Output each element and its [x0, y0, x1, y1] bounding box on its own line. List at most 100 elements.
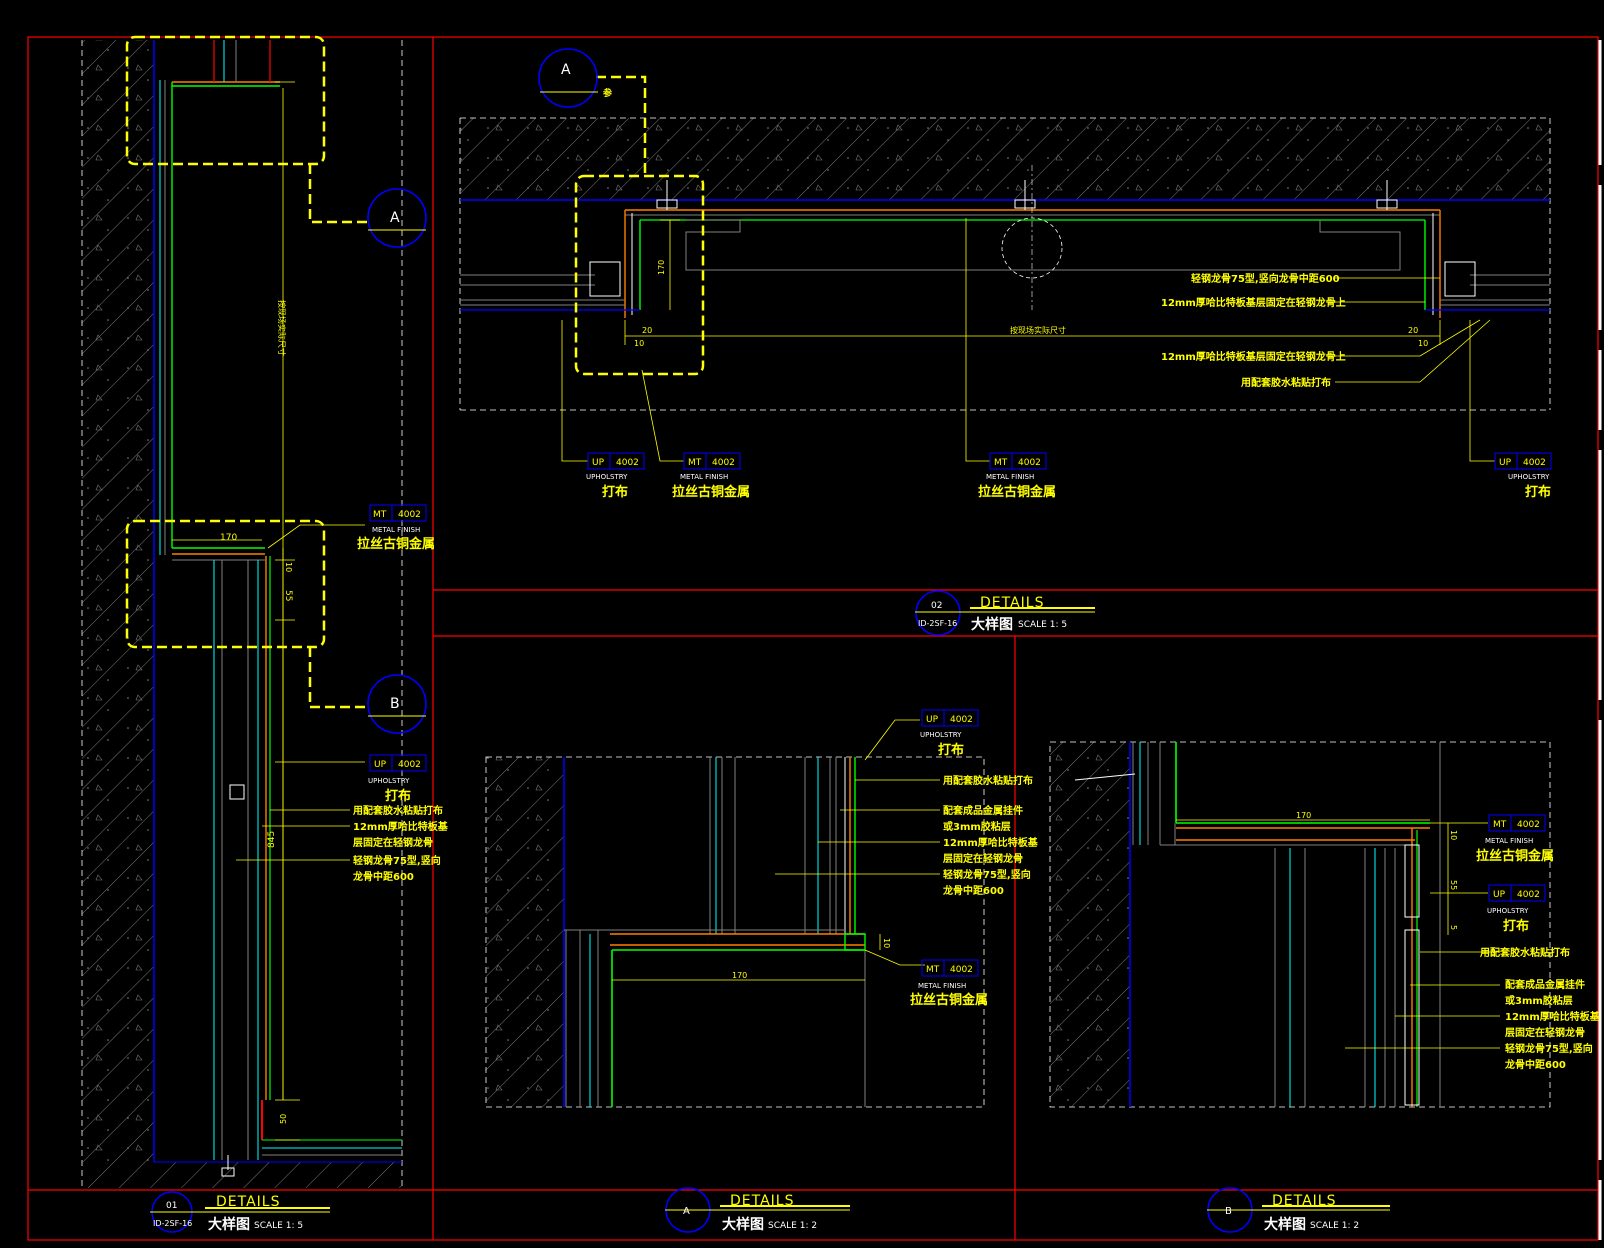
- note-2: 12mm厚哈比特板基层固定在轻钢龙骨上: [1161, 296, 1346, 309]
- tag-up-num: 4002: [398, 760, 421, 770]
- detail-01-scale: SCALE 1: 5: [254, 1221, 303, 1231]
- detail-02-number: 02: [931, 601, 942, 611]
- note-3: 12mm厚哈比特板基层固定在轻钢龙骨上: [1161, 350, 1346, 363]
- tag-3-en: METAL FINISH: [986, 473, 1034, 481]
- detail-b-number: B: [1225, 1206, 1232, 1217]
- detail-b-cn-title: 大样图: [1264, 1216, 1306, 1233]
- detail-a-number: A: [683, 1206, 690, 1217]
- tag-up-en: UPHOLSTRY: [920, 731, 962, 739]
- detail-b-scale: SCALE 1: 2: [1310, 1221, 1359, 1231]
- tag-up-cn: 打布: [1503, 918, 1529, 934]
- tag-3-cn: 拉丝古铜金属: [978, 484, 1056, 500]
- detail-02-ref: ID-2SF-16: [918, 619, 957, 628]
- sheet-frame: [27, 36, 1599, 1241]
- dim-10: 10: [882, 938, 891, 948]
- dim-170: 170: [732, 971, 747, 980]
- note-7: 龙骨中距600: [1504, 1058, 1566, 1071]
- tag-2-code: MT: [688, 458, 702, 468]
- detail-01-section: [81, 35, 427, 1190]
- note-3: 或3mm胶粘层: [1505, 994, 1573, 1007]
- note-3: 层固定在轻钢龙骨: [353, 836, 433, 849]
- detail-a-section: [485, 709, 985, 1108]
- tag-2-cn: 拉丝古铜金属: [672, 484, 750, 500]
- tag-mt-num: 4002: [950, 965, 973, 975]
- detail-01-number: 01: [166, 1201, 177, 1211]
- dim-845: 845: [267, 831, 277, 848]
- dim-10: 10: [1449, 830, 1458, 840]
- dim-55: 55: [283, 590, 293, 601]
- detail-02-labels: A 参 170 按现场实际尺寸 20 20 10 10 轻钢龙骨75型,竖向龙骨…: [561, 62, 1551, 500]
- tag-up-cn: 打布: [938, 742, 964, 758]
- note-6: 轻钢龙骨75型,竖向: [943, 868, 1031, 881]
- detail-a-cn-title: 大样图: [722, 1216, 764, 1233]
- detail-02-cn-title: 大样图: [971, 616, 1013, 633]
- dim-10-left: 10: [634, 339, 644, 348]
- detail-a-word: DETAILS: [730, 1193, 794, 1209]
- detail-b-title-block: B DETAILS 大样图 SCALE 1: 2: [1207, 1187, 1390, 1233]
- detail-02-plan: [459, 48, 1552, 470]
- tag-mt-cn: 拉丝古铜金属: [910, 992, 988, 1008]
- tag-2-num: 4002: [712, 458, 735, 468]
- note-4: 轻钢龙骨75型,竖向: [353, 854, 441, 867]
- tag-4-code: UP: [1499, 458, 1512, 468]
- tag-mt-num: 4002: [398, 510, 421, 520]
- tag-up-code: UP: [1493, 890, 1506, 900]
- detail-01-labels: 170 55 10 845 50 按现场实际尺寸 A B MT 4002 MET…: [220, 210, 449, 1124]
- note-4: 12mm厚哈比特板基: [943, 836, 1039, 849]
- detail-01-cn-title: 大样图: [208, 1216, 250, 1233]
- detail-01-title-block: 01 ID-2SF-16 DETAILS 大样图 SCALE 1: 5: [150, 1191, 330, 1233]
- dim-55: 55: [1449, 880, 1458, 890]
- tag-up-en: UPHOLSTRY: [368, 777, 410, 785]
- tag-1-code: UP: [592, 458, 605, 468]
- callout-b-letter: B: [390, 696, 400, 712]
- tag-mt-num: 4002: [1517, 820, 1540, 830]
- note-4: 12mm厚哈比特板基: [1505, 1010, 1601, 1023]
- detail-02-callout-a: A: [561, 62, 571, 78]
- tag-3-code: MT: [994, 458, 1008, 468]
- detail-02-callout-ref: 参: [603, 87, 613, 99]
- dim-50: 50: [279, 1114, 288, 1124]
- tag-up-cn: 打布: [385, 788, 411, 804]
- tag-mt-code: MT: [1493, 820, 1507, 830]
- detail-b-word: DETAILS: [1272, 1193, 1336, 1209]
- detail-02-title-block: 02 ID-2SF-16 DETAILS 大样图 SCALE 1: 5: [915, 590, 1095, 636]
- note-4: 用配套胶水粘贴打布: [1240, 376, 1331, 389]
- tag-mt-en: METAL FINISH: [372, 526, 420, 534]
- dim-vertical-note: 按现场实际尺寸: [277, 300, 287, 356]
- tag-mt-cn: 拉丝古铜金属: [357, 536, 435, 552]
- dim-10-right: 10: [1418, 339, 1428, 348]
- detail-a-labels: 170 10 UP 4002 UPHOLSTRY 打布 用配套胶水粘贴打布 配套…: [732, 715, 1039, 1008]
- dim-170: 170: [657, 260, 666, 275]
- tag-4-num: 4002: [1523, 458, 1546, 468]
- dim-20-left: 20: [642, 326, 652, 335]
- dim-170: 170: [220, 533, 237, 543]
- tag-1-cn: 打布: [602, 484, 628, 500]
- tag-up-code: UP: [926, 715, 939, 725]
- dim-width-note: 按现场实际尺寸: [1010, 325, 1066, 335]
- note-5: 层固定在轻钢龙骨: [1505, 1026, 1585, 1039]
- dim-170: 170: [1296, 811, 1311, 820]
- note-5: 层固定在轻钢龙骨: [943, 852, 1023, 865]
- tag-mt-en: METAL FINISH: [1485, 837, 1533, 845]
- note-7: 龙骨中距600: [942, 884, 1004, 897]
- tag-1-num: 4002: [616, 458, 639, 468]
- note-1: 用配套胶水粘贴打布: [1479, 946, 1570, 959]
- detail-02-word: DETAILS: [980, 595, 1044, 611]
- tag-up-code: UP: [374, 760, 387, 770]
- tag-up-num: 4002: [1517, 890, 1540, 900]
- note-5: 龙骨中距600: [352, 870, 414, 883]
- tag-up-en: UPHOLSTRY: [1487, 907, 1529, 915]
- detail-01-ref: ID-2SF-16: [153, 1219, 192, 1228]
- tag-2-en: METAL FINISH: [680, 473, 728, 481]
- detail-02-scale: SCALE 1: 5: [1018, 620, 1067, 630]
- tag-4-en: UPHOLSTRY: [1508, 473, 1550, 481]
- tag-up-num: 4002: [950, 715, 973, 725]
- note-1: 用配套胶水粘贴打布: [942, 774, 1033, 787]
- detail-b-labels: 170 10 55 5 MT 4002 METAL FINISH 拉丝古铜金属 …: [1296, 811, 1601, 1071]
- note-2: 12mm厚哈比特板基: [353, 820, 449, 833]
- note-2: 配套成品金属挂件: [943, 804, 1023, 817]
- dim-5: 5: [1449, 925, 1458, 930]
- note-6: 轻钢龙骨75型,竖向: [1505, 1042, 1593, 1055]
- tag-mt-en: METAL FINISH: [918, 982, 966, 990]
